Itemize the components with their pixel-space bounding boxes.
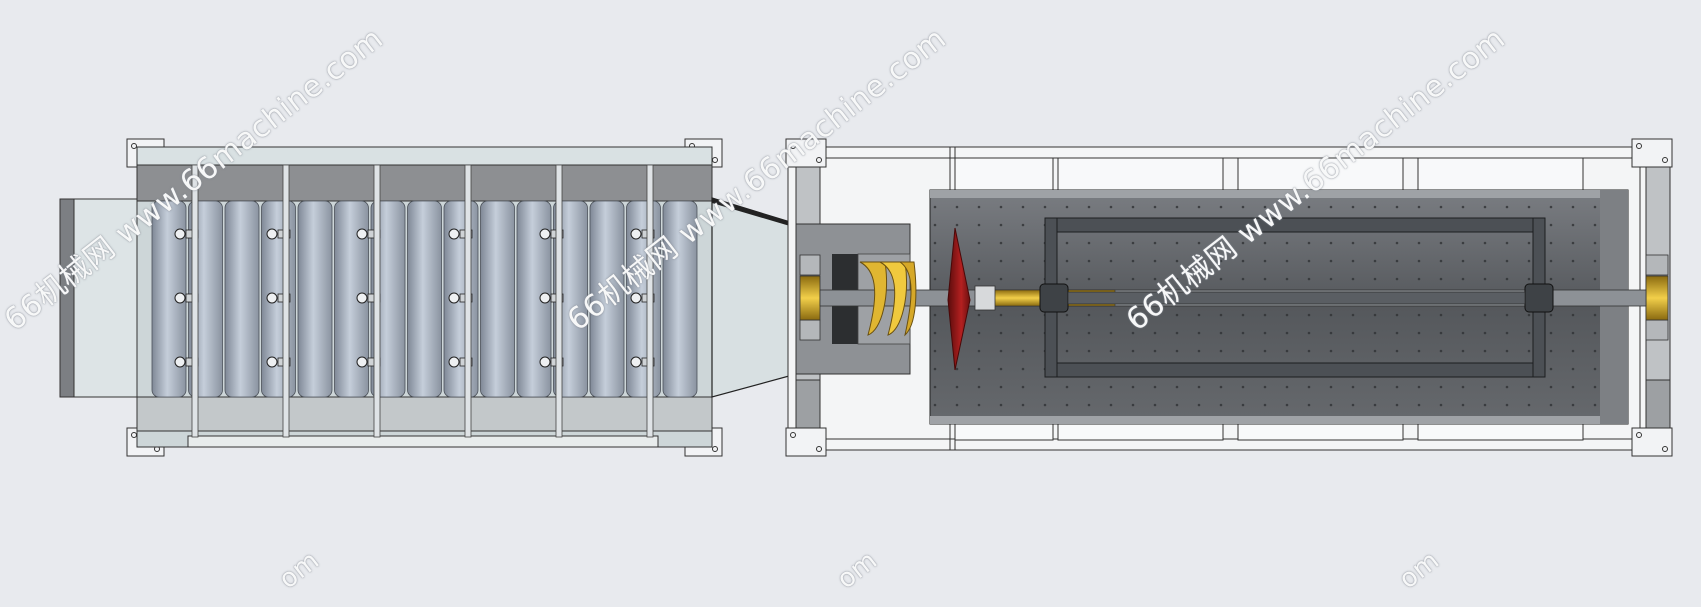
bearing-pin	[356, 292, 368, 304]
tie-rods	[191, 164, 654, 438]
screw-auger	[859, 261, 917, 337]
bearing-pin	[630, 228, 642, 240]
bearing-pin	[539, 292, 551, 304]
roller	[480, 200, 515, 398]
bearing-pin	[356, 356, 368, 368]
bearing-pin	[539, 356, 551, 368]
bearing-pin	[266, 292, 278, 304]
bearing-pin	[448, 292, 460, 304]
bearing-pin	[174, 292, 186, 304]
bearing-pin	[448, 356, 460, 368]
bearing-pin	[630, 356, 642, 368]
drum-mounting-feet	[785, 138, 1673, 457]
bearing-pin	[630, 292, 642, 304]
roller	[224, 200, 260, 398]
bearing-pin	[266, 356, 278, 368]
bearing-pin	[174, 228, 186, 240]
bearing-pin	[448, 228, 460, 240]
distributor-cone	[947, 227, 971, 371]
screw-drum-unit	[785, 138, 1673, 457]
bearing-pin	[174, 356, 186, 368]
end-bearing-blocks	[799, 254, 1669, 341]
roller	[662, 200, 698, 398]
bearing-pin	[356, 228, 368, 240]
bearing-pin	[539, 228, 551, 240]
roller	[297, 200, 333, 398]
bearing-pin	[266, 228, 278, 240]
roller-conveyor-unit	[59, 138, 801, 457]
roller	[589, 200, 625, 398]
transition-chute	[711, 197, 801, 398]
roller	[407, 200, 442, 398]
roller-array	[151, 200, 698, 398]
